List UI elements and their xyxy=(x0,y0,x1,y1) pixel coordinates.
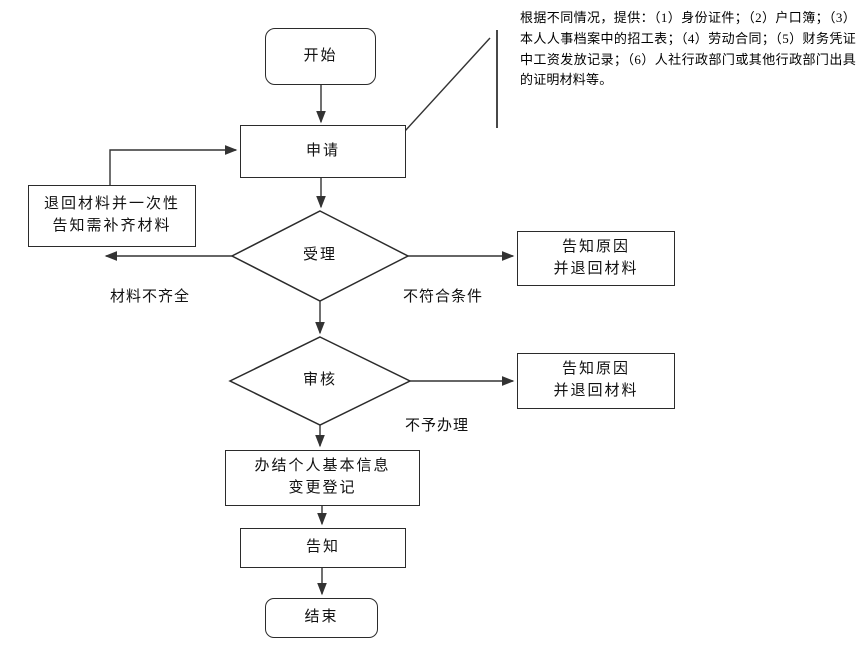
node-apply: 申请 xyxy=(240,125,406,178)
node-review-label: 审核 xyxy=(302,372,337,389)
node-end: 结束 xyxy=(265,598,378,638)
node-start: 开始 xyxy=(265,28,376,85)
edge-return-apply xyxy=(109,145,238,185)
node-reject-review: 告知原因 并退回材料 xyxy=(517,353,675,409)
node-return-materials: 退回材料并一次性 告知需补齐材料 xyxy=(28,185,196,247)
node-complete-registration: 办结个人基本信息 变更登记 xyxy=(225,450,420,506)
annotation-required-documents: 根据不同情况，提供：（1）身份证件；（2）户口簿；（3）本人人事档案中的招工表；… xyxy=(520,10,856,88)
node-reject-accept: 告知原因 并退回材料 xyxy=(517,231,675,286)
node-accept-label: 受理 xyxy=(302,247,337,264)
edge-label-not-eligible: 不符合条件 xyxy=(403,289,484,305)
node-notify: 告知 xyxy=(240,528,406,568)
edge-label-incomplete-materials: 材料不齐全 xyxy=(110,289,191,305)
callout-diagonal-line xyxy=(404,37,491,132)
edge-label-not-processed: 不予办理 xyxy=(405,418,470,434)
